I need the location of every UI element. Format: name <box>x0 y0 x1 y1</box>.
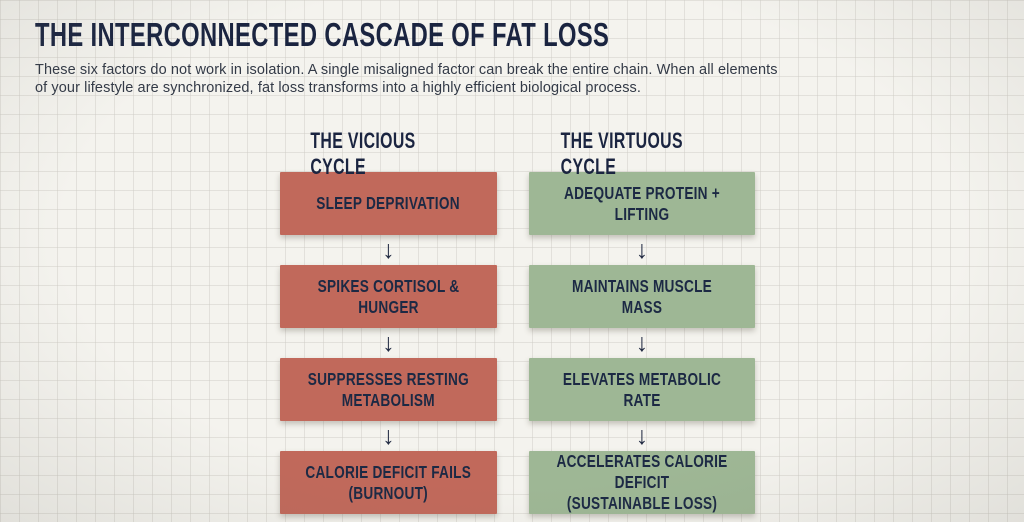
virtuous-step-1-label: ADEQUATE PROTEIN + LIFTING <box>563 182 721 224</box>
virtuous-step-3-box: ELEVATES METABOLIC RATE <box>529 358 755 421</box>
virtuous-cycle-heading: THE VIRTUOUS CYCLE <box>529 128 755 179</box>
virtuous-step-2-label: MAINTAINS MUSCLE MASS <box>572 275 712 317</box>
down-arrow-icon: ↓ <box>382 328 395 357</box>
virtuous-cycle-heading-text: THE VIRTUOUS CYCLE <box>560 128 683 179</box>
vicious-cycle-heading: THE VICIOUS CYCLE <box>280 128 497 179</box>
vicious-step-3-box: SUPPRESSES RESTING METABOLISM <box>280 358 497 421</box>
down-arrow-icon: ↓ <box>635 235 649 264</box>
vicious-step-4-label: CALORIE DEFICIT FAILS (BURNOUT) <box>305 461 472 503</box>
virtuous-step-1-box: ADEQUATE PROTEIN + LIFTING <box>529 172 755 235</box>
cascade-diagram: THE VICIOUS CYCLE SLEEP DEPRIVATION ↓ SP… <box>280 128 755 514</box>
virtuous-step-4-box: ACCELERATES CALORIE DEFICIT (SUSTAINABLE… <box>529 451 755 514</box>
page-header: THE INTERCONNECTED CASCADE OF FAT LOSS T… <box>35 18 835 98</box>
vicious-step-1-label: SLEEP DEPRIVATION <box>316 193 461 213</box>
virtuous-step-2-box: MAINTAINS MUSCLE MASS <box>529 265 755 328</box>
down-arrow-icon: ↓ <box>382 235 395 264</box>
column-virtuous-cycle: THE VIRTUOUS CYCLE ADEQUATE PROTEIN + LI… <box>529 128 755 514</box>
page-subtitle: These six factors do not work in isolati… <box>35 62 778 97</box>
column-vicious-cycle: THE VICIOUS CYCLE SLEEP DEPRIVATION ↓ SP… <box>280 128 497 514</box>
page-title: THE INTERCONNECTED CASCADE OF FAT LOSS <box>35 18 835 51</box>
page-title-text: THE INTERCONNECTED CASCADE OF FAT LOSS <box>35 16 610 53</box>
virtuous-step-3-label: ELEVATES METABOLIC RATE <box>562 368 722 410</box>
vicious-step-2-box: SPIKES CORTISOL & HUNGER <box>280 265 497 328</box>
virtuous-step-4-label: ACCELERATES CALORIE DEFICIT (SUSTAINABLE… <box>556 451 728 513</box>
vicious-step-1-box: SLEEP DEPRIVATION <box>280 172 497 235</box>
down-arrow-icon: ↓ <box>382 421 395 450</box>
down-arrow-icon: ↓ <box>635 421 649 450</box>
vicious-step-2-label: SPIKES CORTISOL & HUNGER <box>317 275 460 317</box>
vicious-step-4-box: CALORIE DEFICIT FAILS (BURNOUT) <box>280 451 497 514</box>
vicious-step-3-label: SUPPRESSES RESTING METABOLISM <box>307 368 470 410</box>
vicious-cycle-heading-text: THE VICIOUS CYCLE <box>310 128 416 179</box>
down-arrow-icon: ↓ <box>635 328 649 357</box>
